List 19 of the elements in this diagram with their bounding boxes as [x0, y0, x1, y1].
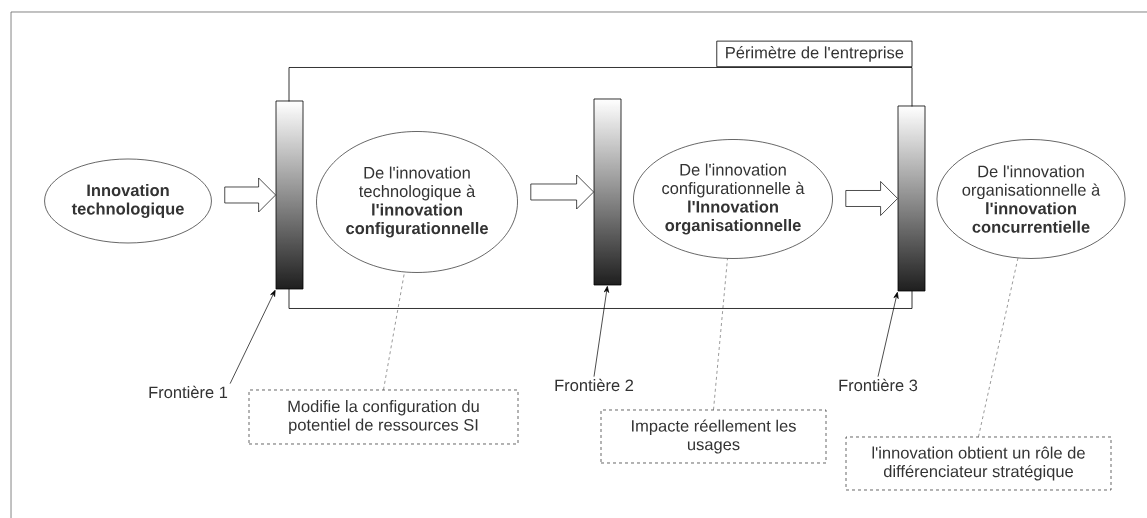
- note-box: Impacte réellement les usages: [600, 409, 827, 464]
- leader-line: [229, 289, 276, 384]
- boundary-label: Frontière 2: [555, 378, 634, 392]
- block-arrow: [530, 174, 594, 210]
- leader-line: [877, 292, 899, 377]
- gradient-bar: [897, 105, 926, 292]
- leader-line: [713, 258, 728, 410]
- gradient-bar: [275, 100, 304, 290]
- node-label: Périmètre de l'entreprise: [726, 46, 904, 62]
- gradient-bar: [593, 98, 622, 286]
- leader-line: [978, 258, 1019, 437]
- block-arrow: [845, 181, 898, 216]
- leader-line: [593, 286, 610, 377]
- leader-line: [383, 272, 405, 390]
- block-arrow: [224, 177, 276, 213]
- note-box: l'innovation obtient un rôle de différenciateur stratégique: [845, 436, 1112, 491]
- boundary-label: Frontière 1: [149, 385, 228, 399]
- note-box: Modifie la configuration du potentiel de ressources SI: [248, 389, 519, 445]
- boundary-label: Frontière 3: [839, 378, 918, 392]
